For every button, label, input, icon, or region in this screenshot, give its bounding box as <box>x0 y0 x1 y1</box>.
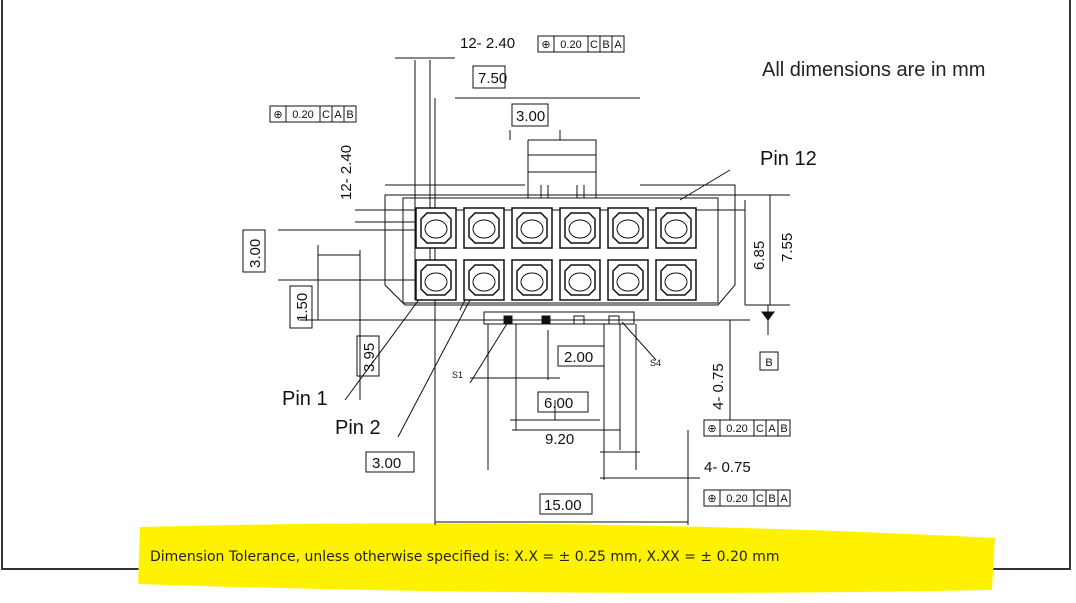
pin2-label: Pin 2 <box>335 417 381 439</box>
pin-cell <box>463 259 505 301</box>
dim-v395: 3.95 <box>361 343 378 372</box>
dim-r475b: 4- 0.75 <box>704 459 751 476</box>
pin-cell <box>415 259 457 301</box>
dim-h685: 6.85 <box>751 241 768 270</box>
fcf-cell: B <box>346 109 353 121</box>
dim-w300-box <box>511 103 549 127</box>
fcf-cell: 0.20 <box>726 423 747 435</box>
pin-cell <box>559 207 601 249</box>
connector-housing <box>402 197 719 304</box>
pin12-label: Pin 12 <box>760 148 817 170</box>
datum-b-box <box>759 351 779 371</box>
pin-cell <box>607 259 649 301</box>
fcf-cell: C <box>756 423 764 435</box>
fcf-cell: A <box>780 493 788 505</box>
dim-w750-box <box>472 65 506 89</box>
fcf-cell: A <box>334 109 342 121</box>
peg-strip <box>483 311 635 325</box>
fcf-cell: B <box>780 423 787 435</box>
dim-w200: 2.00 <box>564 349 593 366</box>
tolerance-note: Dimension Tolerance, unless otherwise sp… <box>150 549 779 565</box>
dim-r475a: 4- 0.75 <box>710 363 727 410</box>
fcf-cell: ⊕ <box>541 39 550 51</box>
dim-v300: 3.00 <box>247 239 264 268</box>
fcf-cell: ⊕ <box>273 109 282 121</box>
dim-top-pitch: 12- 2.40 <box>460 35 515 52</box>
pin-cell <box>511 207 553 249</box>
dim-w600-box <box>537 391 589 413</box>
fcf-cell: A <box>614 39 622 51</box>
pin-grid <box>415 207 697 301</box>
fcf-cell: 0.20 <box>292 109 313 121</box>
fcf-cell: B <box>602 39 609 51</box>
dim-w300: 3.00 <box>516 108 545 125</box>
fcf-cell: C <box>756 493 764 505</box>
units-note: All dimensions are in mm <box>762 59 985 81</box>
fcf-cell: ⊕ <box>707 493 716 505</box>
fcf-cell: ⊕ <box>707 423 716 435</box>
datum-b-label: B <box>765 357 772 369</box>
connector-latch-left <box>385 184 736 195</box>
dim-v300-box <box>242 229 266 273</box>
pin-cell <box>655 207 697 249</box>
dim-v150: 1.50 <box>294 293 311 322</box>
fcf-cell: C <box>590 39 598 51</box>
dim-w300b-box <box>365 451 415 473</box>
pin-cell <box>655 259 697 301</box>
fcf-cell: A <box>768 423 776 435</box>
ref-s1: S1 <box>452 370 463 380</box>
dim-left-pitch: 12- 2.40 <box>338 145 355 200</box>
pin1-label: Pin 1 <box>282 388 328 410</box>
tolerance-highlight <box>138 523 995 593</box>
dim-w600: 6.00 <box>544 395 573 412</box>
pin-cell <box>415 207 457 249</box>
fcf-cell: 0.20 <box>560 39 581 51</box>
dimension-labels: 12- 2.40 7.50 3.00 12- 2.40 3.00 1.50 3.… <box>242 35 985 515</box>
pin-cell <box>511 259 553 301</box>
connector-tab <box>527 139 597 198</box>
fcf-cell: B <box>768 493 775 505</box>
dim-h755: 7.55 <box>779 233 796 262</box>
dim-w1500-box <box>539 493 593 515</box>
fcf-cell: 0.20 <box>726 493 747 505</box>
dim-w200-box <box>557 345 605 367</box>
pin-cell <box>607 207 649 249</box>
fcf-cell: C <box>322 109 330 121</box>
ref-s4: S4 <box>650 358 661 368</box>
dim-w300b: 3.00 <box>372 455 401 472</box>
pin-cell <box>559 259 601 301</box>
dim-w750: 7.50 <box>478 70 507 87</box>
dim-w1500: 15.00 <box>544 497 582 514</box>
pin-cell <box>463 207 505 249</box>
dim-v395-box <box>356 335 380 377</box>
dim-v150-box <box>289 285 313 329</box>
dim-w920: 9.20 <box>545 431 574 448</box>
